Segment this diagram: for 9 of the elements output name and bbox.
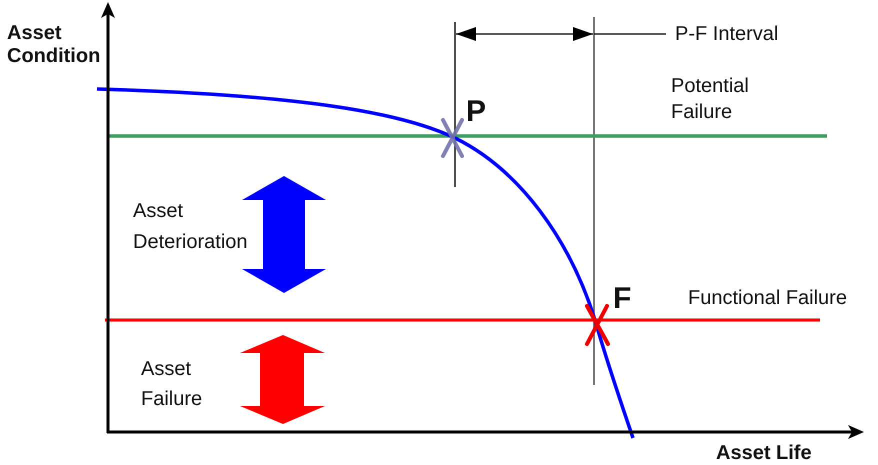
- line-label: Functional Failure: [688, 287, 847, 310]
- region-label: Asset Deterioration: [133, 199, 248, 255]
- axis-title: Asset Condition: [7, 22, 100, 68]
- point-label: F: [613, 282, 632, 316]
- dimension-label: P-F Interval: [675, 23, 778, 46]
- region-label: Asset Failure: [141, 357, 202, 412]
- point-label: P: [466, 95, 486, 129]
- line-label: Potential Failure: [671, 74, 749, 125]
- axis-title: Asset Life: [716, 442, 812, 464]
